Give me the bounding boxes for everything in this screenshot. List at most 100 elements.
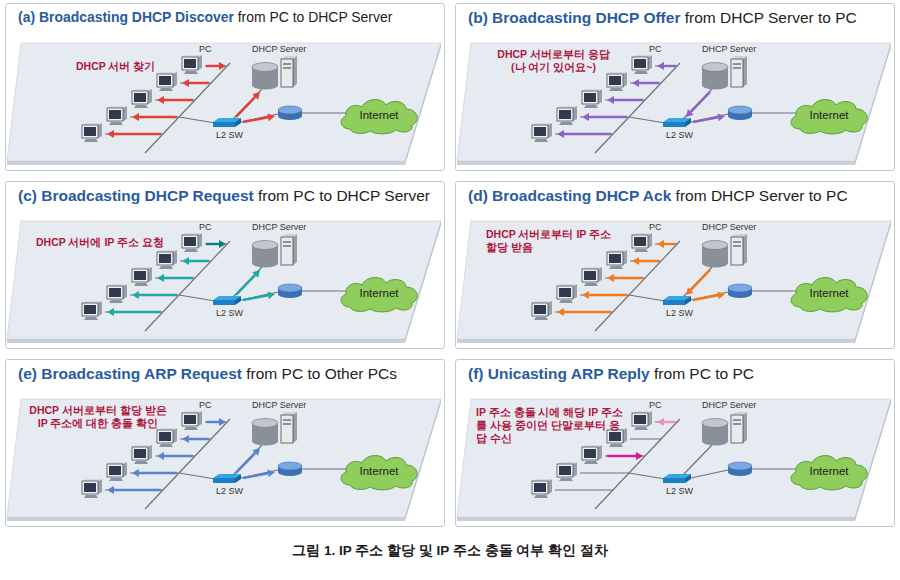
arrow <box>243 291 275 300</box>
arrow <box>206 240 226 248</box>
panel-box: (f) Unicasting ARP Replyfrom PC to PC IP … <box>455 359 895 527</box>
annotation-box: DHCP 서버로부터 IP 주소 할당 받음 <box>486 228 621 254</box>
arrow <box>206 62 226 70</box>
cloud-label: Internet <box>810 109 849 121</box>
device-label-box: DHCP Server <box>702 223 756 233</box>
device-label-box: L2 SW <box>216 487 243 497</box>
network-scene <box>457 221 891 343</box>
arrow-group <box>107 62 275 138</box>
device-label-box: PC <box>649 401 662 411</box>
cloud-text-box: Internet <box>786 451 872 491</box>
switch-label: L2 SW <box>666 486 693 496</box>
cloud-text-box: Internet <box>336 451 422 491</box>
cloud-shape <box>341 100 417 134</box>
device-label-box: DHCP Server <box>252 223 306 233</box>
cloud-text-box: Internet <box>786 95 872 135</box>
cloud-label: Internet <box>360 287 399 299</box>
arrow <box>686 92 710 117</box>
arrow <box>693 291 725 300</box>
panel-scene <box>457 399 891 521</box>
panel-box: (c) Broadcasting DHCP Requestfrom PC to … <box>5 181 445 349</box>
annotation: IP 주소 충돌 시에 해당 IP 주소를 사용 중이던 단말로부터 응답 수신 <box>476 406 626 445</box>
switch-label: L2 SW <box>216 308 243 318</box>
pc-label: PC <box>199 222 212 232</box>
arrow <box>243 469 275 478</box>
panel-title: (a) Broadcasting DHCP Discover <box>18 9 234 25</box>
panel-title: (f) Unicasting ARP Reply <box>468 365 650 382</box>
annotation-box: DHCP 서버로부터 할당 받은 IP 주소에 대한 충돌 확인 <box>28 404 168 430</box>
arrow <box>693 113 725 122</box>
annotation: DHCP 서버로부터 응답 (나 여기 있어요~) <box>496 48 611 74</box>
device-label-box: DHCP Server <box>702 45 756 55</box>
pc-label: PC <box>649 222 662 232</box>
panel-scene <box>7 43 441 165</box>
panel-scene <box>457 221 891 343</box>
panel-subtitle: from DHCP Server to PC <box>676 187 848 204</box>
annotation-box: IP 주소 충돌 시에 해당 IP 주소를 사용 중이던 단말로부터 응답 수신 <box>476 406 626 445</box>
device-label-box: PC <box>199 223 212 233</box>
device-label-box: DHCP Server <box>252 401 306 411</box>
cloud-text-box: Internet <box>786 273 872 313</box>
internet-cloud: Internet <box>786 95 872 135</box>
internet-cloud: Internet <box>786 451 872 491</box>
cloud-shape <box>791 456 867 490</box>
arrow <box>657 418 676 426</box>
arrow <box>243 113 275 122</box>
device-label-box: PC <box>649 45 662 55</box>
panel-subtitle: from PC to DHCP Server <box>258 187 430 204</box>
arrow-group <box>557 240 725 316</box>
title-row: (b) Broadcasting DHCP Offerfrom DHCP Ser… <box>468 9 857 28</box>
arrow <box>607 452 643 460</box>
panel-subtitle: from PC to Other PCs <box>246 365 397 382</box>
caption-box: 그림 1. IP 주소 할당 및 IP 주소 충돌 여부 확인 절차 <box>0 541 900 560</box>
internet-cloud: Internet <box>336 273 422 313</box>
arrow <box>107 257 209 316</box>
annotation: DHCP 서버에 IP 주소 요청 <box>36 236 186 249</box>
network-scene <box>457 399 891 521</box>
arrow <box>657 62 676 70</box>
arrow <box>206 418 226 426</box>
annotation-box: DHCP 서버 찾기 <box>76 60 196 73</box>
arrow <box>557 79 659 138</box>
cloud-label: Internet <box>810 287 849 299</box>
device-label-box: L2 SW <box>216 131 243 141</box>
arrow <box>557 257 659 316</box>
cloud-shape <box>341 456 417 490</box>
arrow-group <box>107 418 275 494</box>
cloud-text-box: Internet <box>336 273 422 313</box>
title-row: (d) Broadcasting DHCP Ackfrom DHCP Serve… <box>468 187 848 206</box>
panel-title: (c) Broadcasting DHCP Request <box>18 187 254 204</box>
annotation-box: DHCP 서버에 IP 주소 요청 <box>36 236 186 249</box>
arrow <box>107 435 209 494</box>
arrow-group <box>107 257 275 316</box>
panel-box: (d) Broadcasting DHCP Ackfrom DHCP Serve… <box>455 181 895 349</box>
title-row: (c) Broadcasting DHCP Requestfrom PC to … <box>18 187 430 206</box>
panel-scene <box>7 399 441 521</box>
cloud-shape <box>791 278 867 312</box>
panel-title: (b) Broadcasting DHCP Offer <box>468 9 680 26</box>
annotation: DHCP 서버로부터 IP 주소 할당 받음 <box>486 228 621 254</box>
pc-label: PC <box>649 44 662 54</box>
device-label-box: PC <box>199 45 212 55</box>
cloud-label: Internet <box>360 465 399 477</box>
title-row: (f) Unicasting ARP Replyfrom PC to PC <box>468 365 754 384</box>
panel-box: (b) Broadcasting DHCP Offerfrom DHCP Ser… <box>455 3 895 171</box>
arrow-group <box>557 62 725 138</box>
switch-label: L2 SW <box>666 130 693 140</box>
annotation: DHCP 서버 찾기 <box>76 60 196 73</box>
switch-label: L2 SW <box>666 308 693 318</box>
device-label-box: L2 SW <box>666 487 693 497</box>
device-label-box: PC <box>199 401 212 411</box>
arrow-group <box>607 452 643 460</box>
arrow-group <box>206 240 226 248</box>
cloud-text-box: Internet <box>336 95 422 135</box>
device-label-box: L2 SW <box>216 309 243 319</box>
switch-label: L2 SW <box>216 486 243 496</box>
pc-label: PC <box>199 44 212 54</box>
arrow <box>107 79 209 138</box>
server-label: DHCP Server <box>252 44 306 54</box>
arrow <box>236 270 260 295</box>
